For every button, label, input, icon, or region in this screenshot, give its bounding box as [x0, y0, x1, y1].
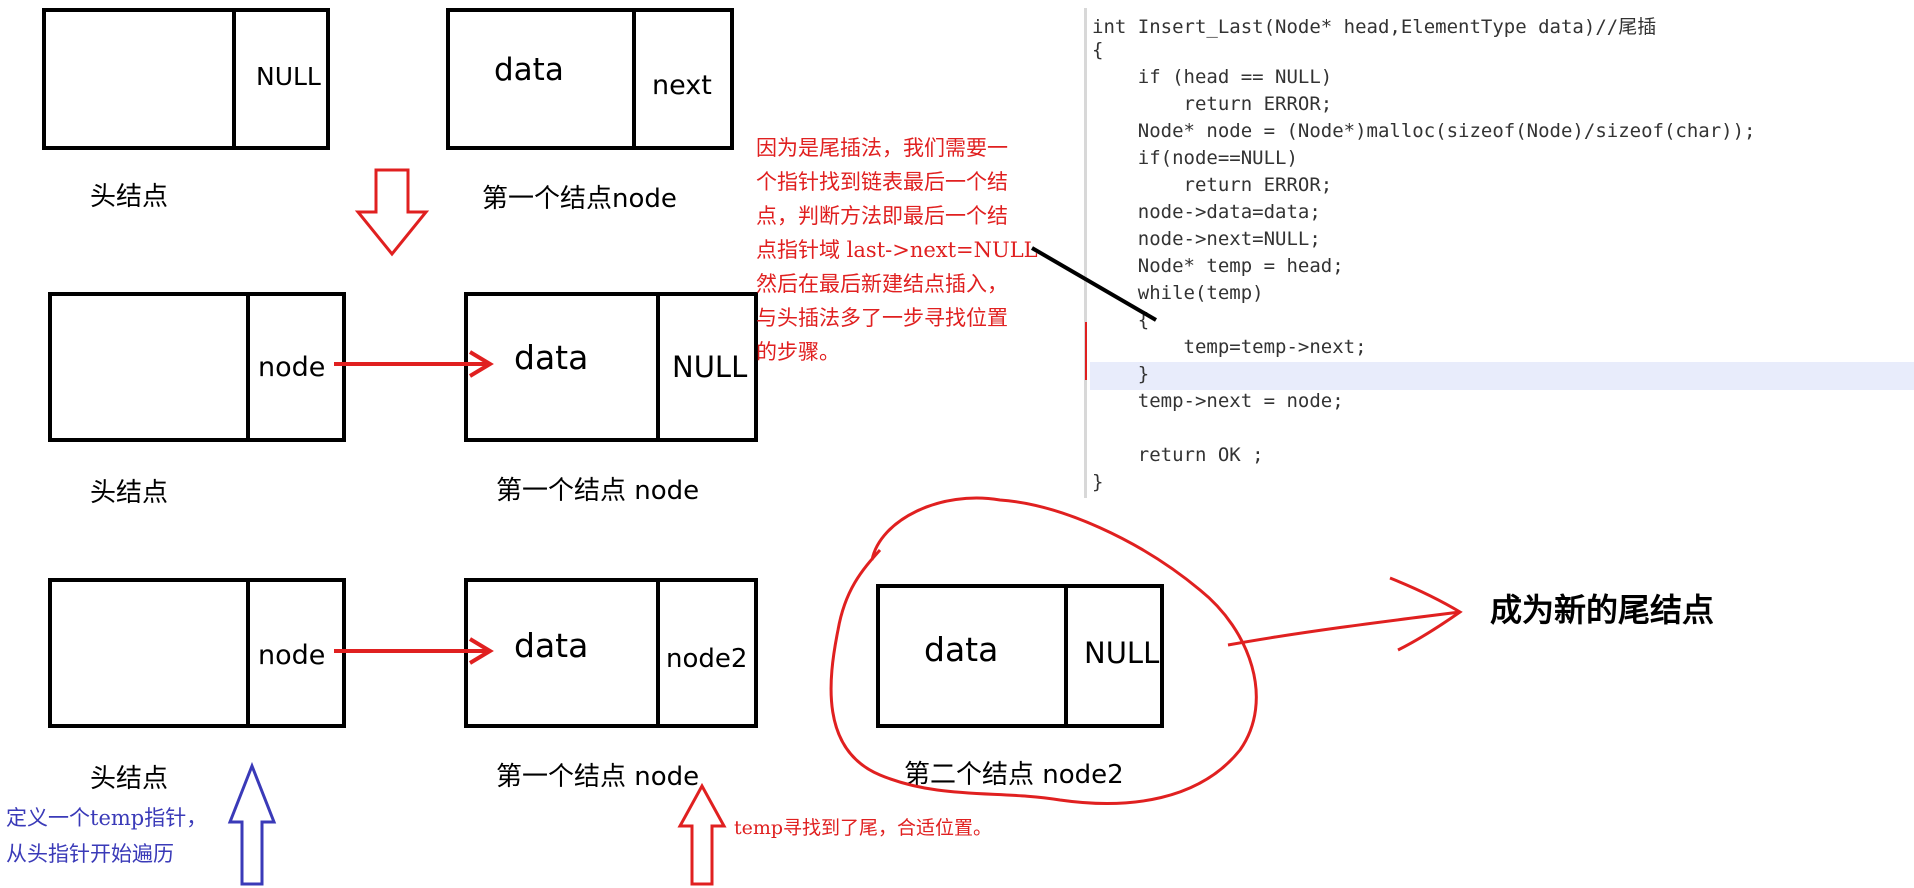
code-line: Node* node = (Node*)malloc(sizeof(Node)/… [1092, 120, 1756, 142]
row1-head-next-text: NULL [256, 62, 321, 91]
up-arrow-blue [227, 761, 277, 886]
code-line: Node* temp = head; [1092, 255, 1344, 277]
code-line: node->next=NULL; [1092, 228, 1321, 250]
code-line: temp=temp->next; [1092, 336, 1367, 358]
code-line: return ERROR; [1092, 174, 1333, 196]
row3-first-next-text: node2 [666, 644, 748, 674]
row2-head-node: node [48, 292, 346, 442]
temp-define-line: 定义一个temp指针， [6, 806, 208, 830]
explanation-line: 点指针域 last->next=NULL [756, 238, 1038, 262]
explanation-line: 因为是尾插法，我们需要一 [756, 136, 1008, 160]
row2-head-label: 头结点 [90, 478, 169, 508]
temp-found-annotation: temp寻找到了尾，合适位置。 [734, 817, 993, 839]
row1-first-next-text: next [652, 70, 712, 101]
row1-head-label: 头结点 [90, 182, 169, 212]
row2-head-next-text: node [258, 352, 326, 383]
row3-first-node: data node2 [464, 578, 758, 728]
code-line: return ERROR; [1092, 93, 1333, 115]
code-gutter [1084, 8, 1087, 498]
new-tail-label: 成为新的尾结点 [1490, 591, 1715, 629]
row3-second-divider [1064, 588, 1068, 724]
row2-pointer-arrow [334, 350, 494, 378]
annotation-connector-line [1030, 246, 1158, 322]
row3-second-node: data NULL [876, 584, 1164, 728]
row1-first-node: data next [446, 8, 734, 150]
row2-first-divider [656, 296, 660, 438]
code-line: { [1092, 309, 1150, 331]
explanation-line: 然后在最后新建结点插入， [756, 272, 1008, 296]
code-line: { [1092, 39, 1104, 61]
row2-head-divider [246, 296, 250, 438]
row2-first-data-text: data [514, 338, 589, 377]
row1-first-label: 第一个结点node [482, 184, 677, 214]
code-line: return OK ; [1092, 444, 1264, 466]
explanation-line: 个指针找到链表最后一个结 [756, 170, 1008, 194]
explanation-line: 的步骤。 [756, 340, 840, 364]
row1-first-divider [632, 12, 636, 146]
code-line: if(node==NULL) [1092, 147, 1298, 169]
code-line: } [1092, 363, 1150, 385]
down-arrow-red [354, 168, 430, 257]
row3-first-data-text: data [514, 626, 589, 665]
temp-define-line: 从头指针开始遍历 [6, 842, 174, 866]
highlight-circle [829, 496, 1258, 805]
row3-second-next-text: NULL [1084, 636, 1160, 670]
row1-head-divider [232, 12, 236, 146]
code-current-line-highlight [1090, 362, 1914, 390]
row3-head-divider [246, 582, 250, 724]
row2-first-next-text: NULL [672, 350, 748, 384]
explanation-line: 点，判断方法即最后一个结 [756, 204, 1008, 228]
code-line: int Insert_Last(Node* head,ElementType d… [1092, 16, 1657, 38]
row3-second-data-text: data [924, 630, 999, 669]
code-line: } [1092, 471, 1104, 493]
row2-first-node: data NULL [464, 292, 758, 442]
code-line: if (head == NULL) [1092, 66, 1333, 88]
row3-first-label: 第一个结点 node [496, 762, 700, 792]
code-line: node->data=data; [1092, 201, 1321, 223]
row3-pointer-arrow [334, 637, 494, 665]
row2-first-label: 第一个结点 node [496, 476, 700, 506]
code-line: while(temp) [1092, 282, 1264, 304]
row3-head-next-text: node [258, 640, 326, 671]
row3-first-divider [656, 582, 660, 724]
row1-head-node: NULL [42, 8, 330, 150]
new-tail-arrow [1227, 576, 1463, 652]
code-line: temp->next = node; [1092, 390, 1344, 412]
explanation-line: 与头插法多了一步寻找位置 [756, 306, 1008, 330]
row3-second-label: 第二个结点 node2 [904, 760, 1124, 790]
row3-head-label: 头结点 [90, 764, 169, 794]
row1-first-data-text: data [494, 52, 564, 88]
up-arrow-red [677, 782, 727, 886]
